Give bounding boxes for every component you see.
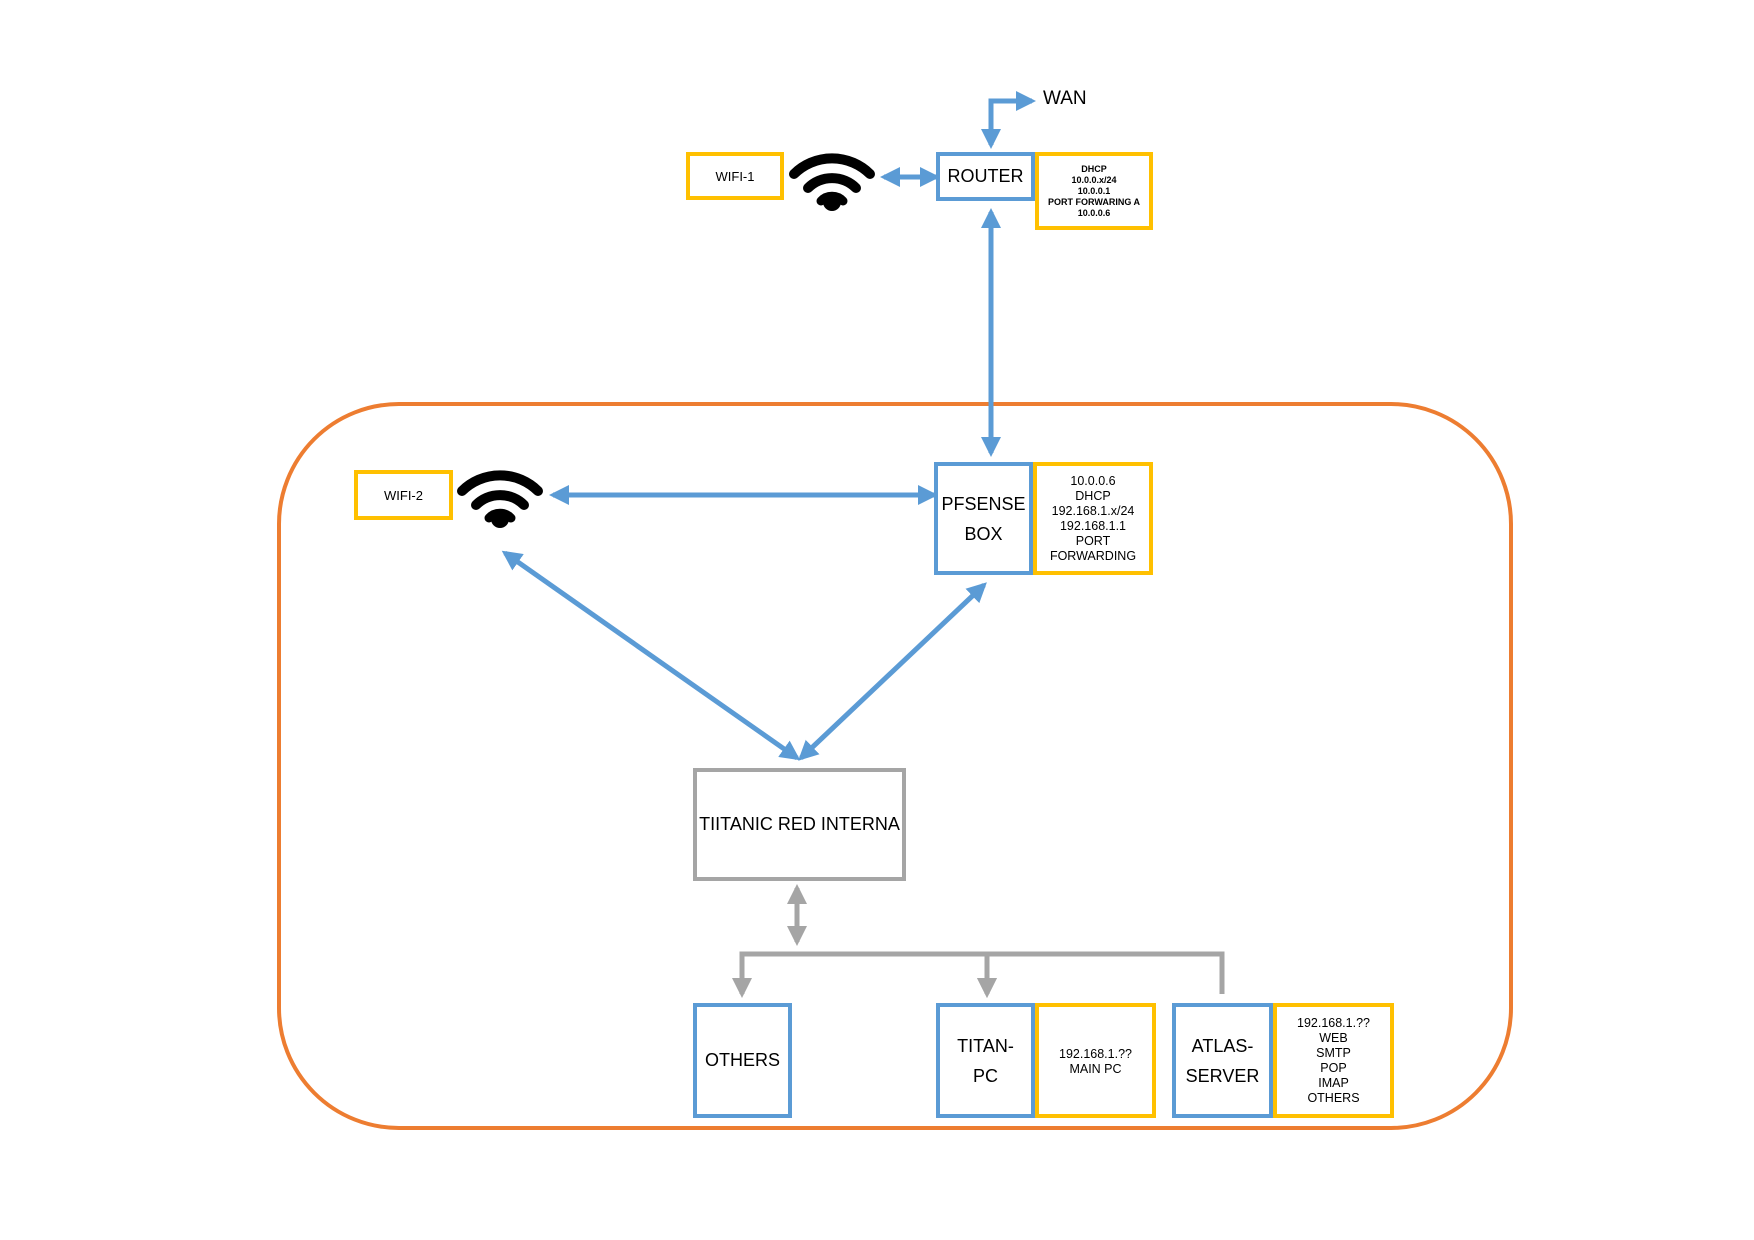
titan-pc-label-line: PC [972, 1065, 998, 1086]
atlas-server-info-line: SMTP [1316, 1045, 1351, 1060]
atlas-server-info-line: IMAP [1318, 1075, 1349, 1090]
atlas-server-node[interactable]: ATLAS- SERVER [1172, 1003, 1273, 1118]
titan-pc-info-line: 192.168.1.?? [1059, 1047, 1132, 1061]
wifi2-label: WIFI-2 [384, 487, 423, 503]
router-info-box: DHCP 10.0.0.x/24 10.0.0.1 PORT FORWARING… [1035, 152, 1153, 230]
router-info-line: 10.0.0.x/24 [1071, 174, 1117, 185]
internal-network-node[interactable]: TIITANIC RED INTERNA [693, 768, 906, 881]
pfsense-info-line: 192.168.1.x/24 [1051, 503, 1135, 518]
router-info-line: DHCP [1081, 163, 1107, 174]
distribution-bus [739, 951, 1225, 994]
pfsense-info-line: 10.0.0.6 [1070, 473, 1116, 488]
pfsense-info-line: FORWARDING [1049, 548, 1137, 563]
internal-network-label: TIITANIC RED INTERNA [699, 814, 900, 834]
wifi2-node[interactable]: WIFI-2 [354, 470, 453, 520]
pfsense-label-line: BOX [964, 523, 1003, 544]
wifi-icon [457, 470, 543, 528]
router-info-line: 10.0.0.6 [1077, 207, 1111, 218]
others-label: OTHERS [704, 1050, 780, 1070]
wan-label: WAN [1043, 88, 1087, 109]
titan-pc-info-box: 192.168.1.?? MAIN PC [1035, 1003, 1156, 1118]
router-info-line: PORT FORWARING A [1048, 196, 1140, 207]
others-node[interactable]: OTHERS [693, 1003, 792, 1118]
atlas-server-info-line: OTHERS [1307, 1090, 1360, 1105]
router-info-line: 10.0.0.1 [1077, 185, 1111, 196]
pfsense-node[interactable]: PFSENSE BOX [934, 462, 1033, 575]
router-label: ROUTER [947, 166, 1024, 186]
pfsense-info-line: DHCP [1075, 488, 1111, 503]
atlas-server-info-box: 192.168.1.?? WEB SMTP POP IMAP OTHERS [1273, 1003, 1394, 1118]
wifi1-label: WIFI-1 [715, 168, 755, 184]
titan-pc-label-line: TITAN- [957, 1035, 1014, 1056]
atlas-server-info-line: WEB [1319, 1030, 1348, 1045]
titan-pc-info-line: MAIN PC [1069, 1062, 1122, 1076]
pfsense-internal-link [798, 582, 987, 761]
wan-link-arrow [981, 91, 1036, 149]
wifi1-node[interactable]: WIFI-1 [686, 152, 784, 200]
atlas-server-label-line: SERVER [1185, 1065, 1260, 1086]
pfsense-info-box: 10.0.0.6 DHCP 192.168.1.x/24 192.168.1.1… [1033, 462, 1153, 575]
atlas-server-info-line: POP [1320, 1060, 1347, 1075]
wifi-icon [789, 153, 875, 211]
pfsense-info-line: 192.168.1.1 [1059, 518, 1127, 533]
pfsense-label-line: PFSENSE [941, 493, 1026, 514]
atlas-server-info-line: 192.168.1.?? [1297, 1015, 1370, 1030]
atlas-server-label-line: ATLAS- [1191, 1035, 1254, 1056]
internal-zone-boundary [277, 402, 1513, 1130]
titan-pc-node[interactable]: TITAN- PC [936, 1003, 1035, 1118]
router-node[interactable]: ROUTER [936, 152, 1035, 201]
wifi2-internal-link [501, 550, 801, 761]
pfsense-info-line: PORT [1075, 533, 1111, 548]
